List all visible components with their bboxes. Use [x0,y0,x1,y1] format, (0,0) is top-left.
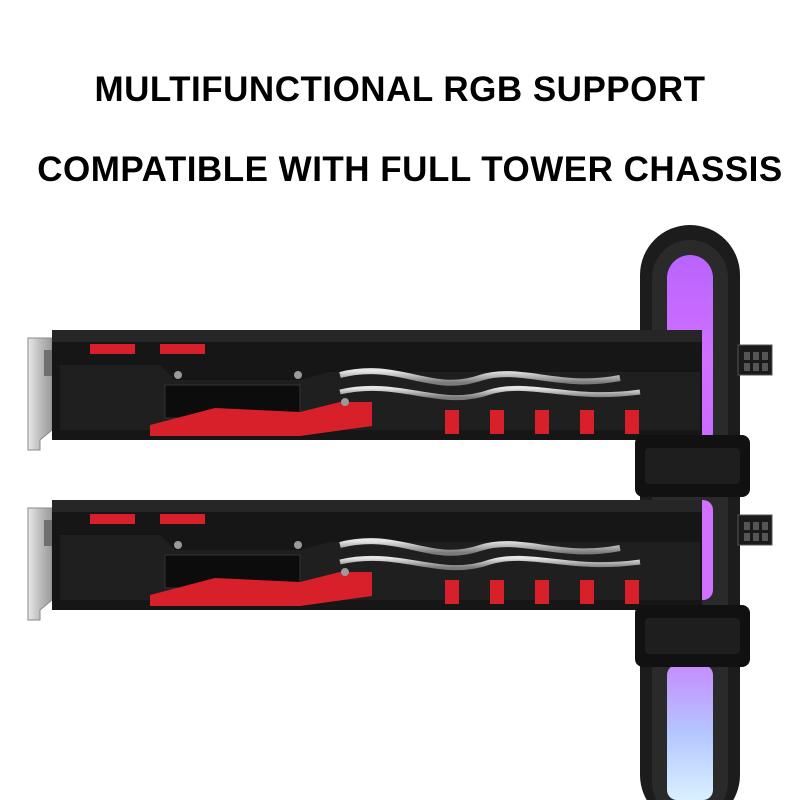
graphics-card-top [28,330,772,450]
clamp-top [635,435,750,497]
graphics-card-bottom [28,500,772,620]
headline-chassis-compat: COMPATIBLE WITH FULL TOWER CHASSIS [37,150,783,189]
clamp-bottom [635,605,750,667]
headline-rgb-support: MULTIFUNCTIONAL RGB SUPPORT [94,70,706,109]
